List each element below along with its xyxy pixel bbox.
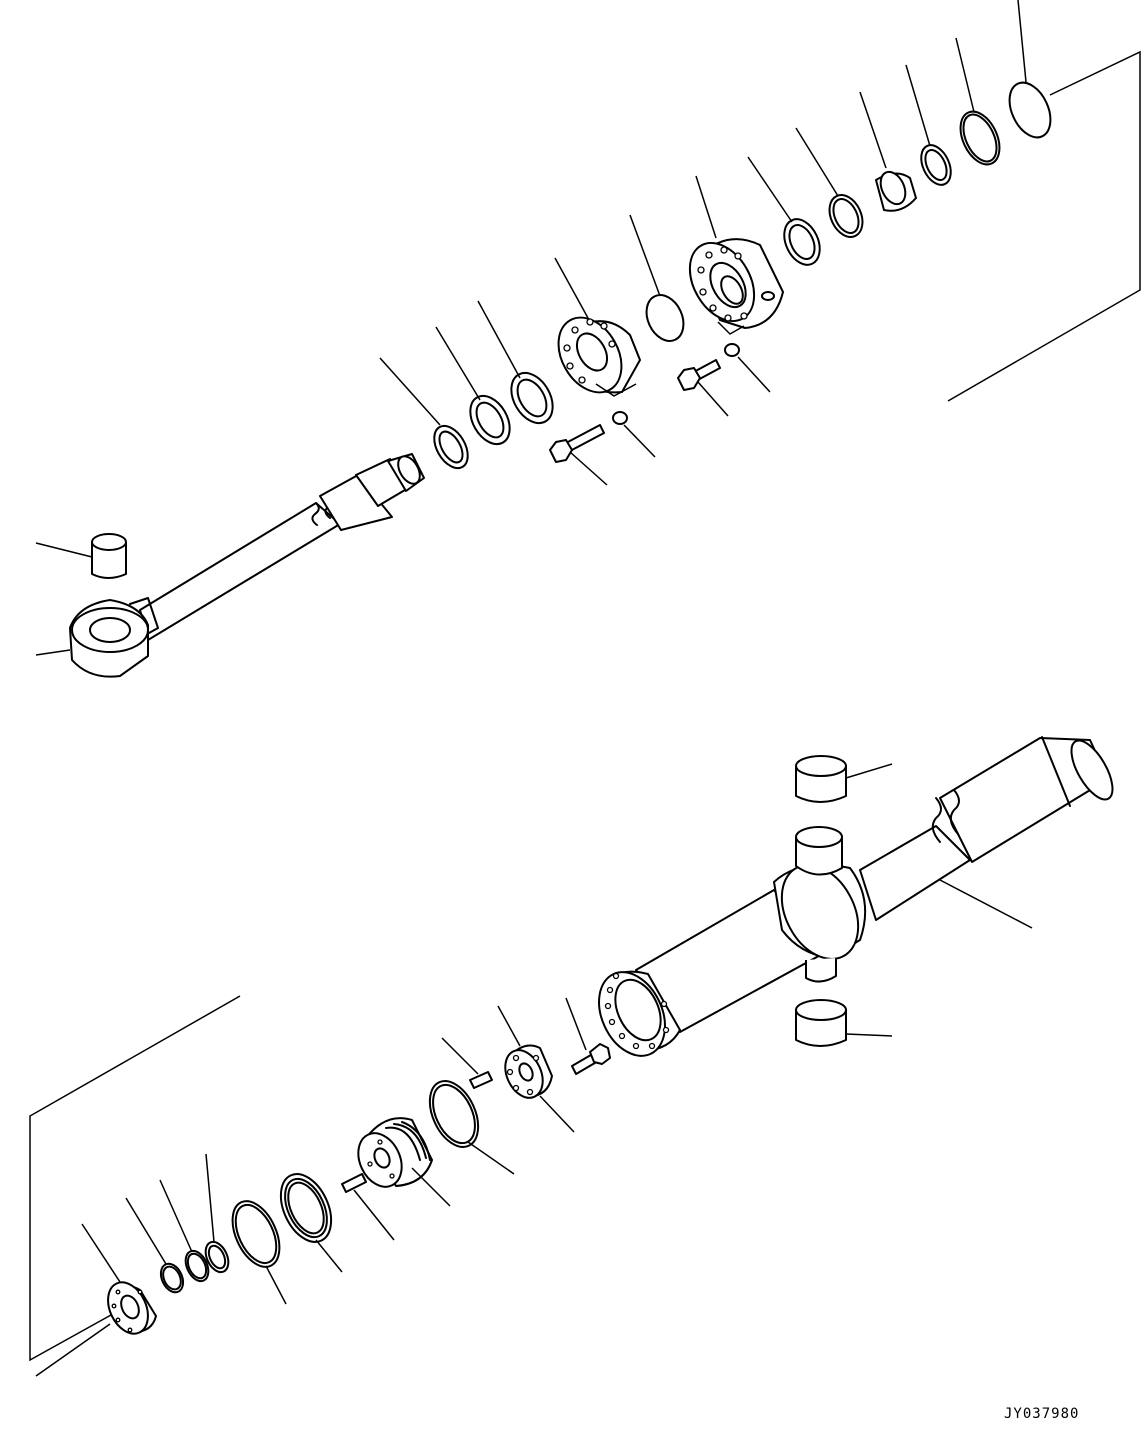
piston	[350, 1118, 432, 1194]
tube-flange-bolt-holes	[606, 974, 669, 1049]
o-ring-outer	[1001, 76, 1058, 144]
hex-bolt-lower	[572, 1044, 610, 1074]
piston-seal	[271, 1166, 341, 1250]
rod-bushing	[92, 534, 126, 578]
o-ring-large	[953, 105, 1007, 170]
set-screw	[470, 1072, 492, 1088]
hex-bolt-upper-right	[678, 360, 720, 390]
cylinder-tube	[586, 734, 1120, 1066]
buffer-ring	[777, 213, 826, 270]
rod-packing	[503, 366, 561, 431]
piston-nut	[498, 1044, 552, 1104]
rod-eye	[70, 600, 148, 677]
piston-wear-ring	[223, 1194, 289, 1274]
snap-ring	[427, 420, 474, 474]
washer-upper-left	[613, 412, 627, 424]
washer-upper-right	[725, 344, 739, 356]
head-cover-bolt-holes	[564, 319, 615, 383]
trunnion	[767, 827, 874, 982]
o-ring-small-a	[181, 1247, 213, 1284]
piston-rod	[130, 453, 424, 640]
cylinder-head-bolt-holes	[698, 247, 747, 321]
upper-leader-lines	[36, 0, 1026, 655]
upper-group-outline	[948, 52, 1140, 401]
trunnion-bushing-top	[796, 756, 846, 802]
wear-ring	[420, 1073, 488, 1154]
cylinder-head	[677, 232, 783, 333]
head-bushing	[876, 168, 916, 211]
lower-group-outline	[30, 996, 240, 1360]
cushion-plate	[100, 1276, 156, 1340]
hex-bolt-upper-left	[550, 425, 604, 462]
o-ring-small-b	[157, 1260, 188, 1296]
head-cover	[546, 306, 640, 403]
dust-seal	[462, 389, 517, 451]
drawing-code-label: JY037980	[1004, 1406, 1080, 1422]
dowel-pin	[342, 1174, 366, 1192]
o-ring-head	[639, 289, 690, 347]
u-ring	[823, 190, 869, 243]
lower-leader-lines	[36, 764, 1032, 1376]
trunnion-bushing-bottom	[796, 1000, 846, 1046]
back-up-ring	[915, 140, 956, 189]
back-up-ring-small	[201, 1238, 233, 1275]
